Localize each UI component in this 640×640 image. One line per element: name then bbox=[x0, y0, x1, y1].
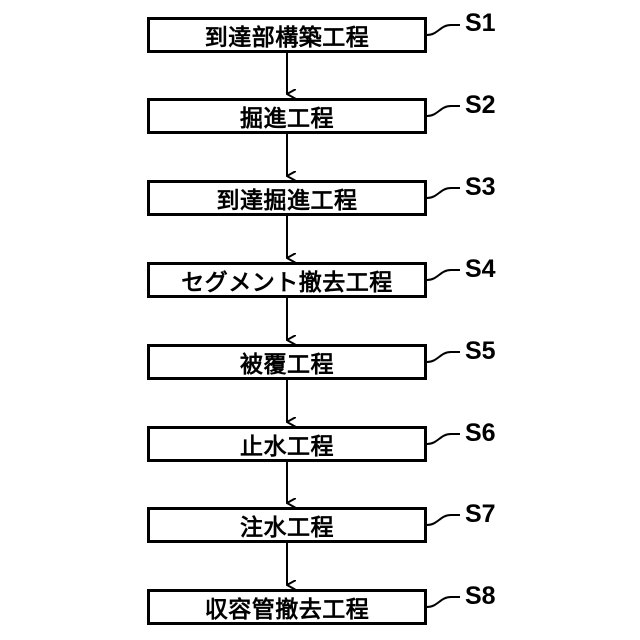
leader-s4 bbox=[427, 270, 460, 280]
step-box-s5: 被覆工程 bbox=[147, 344, 427, 380]
step-label-s6: S6 bbox=[465, 421, 496, 446]
step-label-s5: S5 bbox=[465, 339, 496, 364]
leader-s1 bbox=[427, 25, 460, 35]
leader-s3 bbox=[427, 188, 460, 198]
leader-s2 bbox=[427, 106, 460, 116]
leader-s5 bbox=[427, 352, 460, 362]
step-box-s3: 到達掘進工程 bbox=[147, 180, 427, 216]
step-box-s1: 到達部構築工程 bbox=[147, 17, 427, 53]
step-label-s3: S3 bbox=[465, 175, 496, 200]
leader-s8 bbox=[427, 597, 460, 607]
leader-s6 bbox=[427, 434, 460, 444]
step-box-s2: 掘進工程 bbox=[147, 98, 427, 134]
leader-s7 bbox=[427, 515, 460, 525]
step-label-s2: S2 bbox=[465, 93, 496, 118]
step-label-s7: S7 bbox=[465, 502, 496, 527]
step-box-s4: セグメント撤去工程 bbox=[147, 262, 427, 298]
step-box-s7: 注水工程 bbox=[147, 507, 427, 543]
step-label-s8: S8 bbox=[465, 584, 496, 609]
step-box-s8: 収容管撤去工程 bbox=[147, 589, 427, 625]
step-label-s4: S4 bbox=[465, 257, 496, 282]
step-box-s6: 止水工程 bbox=[147, 426, 427, 462]
step-label-s1: S1 bbox=[465, 11, 496, 36]
